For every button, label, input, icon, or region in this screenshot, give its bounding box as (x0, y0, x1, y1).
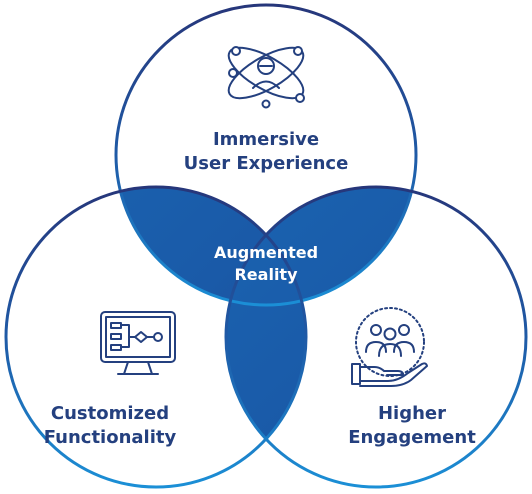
circle-left (4, 185, 308, 489)
circle-top (114, 3, 418, 307)
label-higher-engagement: Higher Engagement (312, 402, 512, 450)
overlap-top-left (116, 187, 306, 305)
label-right-line2: Engagement (348, 427, 476, 448)
label-top-line1: Immersive (212, 129, 320, 150)
label-immersive-user-experience: Immersive User Experience (146, 128, 386, 176)
user-atom-icon (227, 46, 305, 109)
label-left-line2: Functionality (43, 427, 177, 448)
label-top-line2: User Experience (183, 153, 349, 174)
label-center-line2: Reality (234, 265, 298, 284)
label-customized-functionality: Customized Functionality (10, 402, 210, 450)
monitor-flowchart-icon (100, 311, 176, 375)
overlap-top-right (226, 187, 416, 305)
label-center-line1: Augmented (213, 243, 319, 262)
label-augmented-reality: Augmented Reality (176, 242, 356, 286)
label-right-line1: Higher (377, 403, 447, 424)
label-left-line1: Customized (50, 403, 170, 424)
circle-right (224, 185, 528, 489)
hand-holding-people-icon (351, 307, 428, 387)
